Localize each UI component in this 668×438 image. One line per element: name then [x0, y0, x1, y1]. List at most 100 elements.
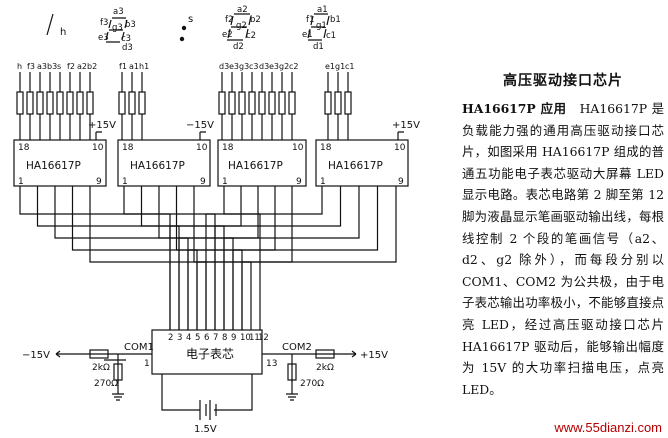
- left-supply: −15V: [22, 350, 50, 361]
- svg-text:a2: a2: [237, 5, 248, 15]
- resistor: [56, 91, 64, 115]
- svg-text:f1: f1: [306, 15, 314, 25]
- svg-text:10: 10: [292, 143, 304, 153]
- resistor-label: b3: [47, 62, 57, 71]
- svg-text:d2: d2: [233, 42, 244, 52]
- svg-text:c3: c3: [121, 34, 131, 44]
- digit-h: [46, 13, 54, 36]
- resistor: [76, 91, 84, 115]
- watch-chip-pin: 8: [222, 333, 227, 343]
- resistor: [334, 91, 342, 115]
- resistor-label: g3: [239, 62, 249, 71]
- right-series-resistor: 2kΩ: [316, 363, 334, 373]
- chip1-supply: +15V: [88, 120, 116, 131]
- svg-text:c1: c1: [326, 31, 336, 41]
- watch-pin-right: 13: [266, 359, 277, 369]
- resistor: [46, 91, 54, 115]
- chip4-name: HA16617P: [328, 160, 383, 172]
- svg-text:9: 9: [96, 177, 102, 187]
- resistor: [138, 91, 146, 115]
- chip3-name: HA16617P: [228, 160, 283, 172]
- resistor: [228, 91, 236, 115]
- svg-text:9: 9: [200, 177, 206, 187]
- resistor-label: f3: [27, 62, 35, 71]
- digit-3: [105, 17, 128, 43]
- com2-label: COM2: [282, 342, 312, 353]
- chip2-supply: −15V: [186, 120, 214, 131]
- digit-2: [227, 13, 252, 41]
- svg-text:e1: e1: [302, 30, 313, 40]
- resistor-label: c3: [249, 62, 259, 71]
- battery-wire: [161, 374, 253, 411]
- digit3-segment-labels: a3 b3 c3 d3 e3 f3 g3: [98, 7, 136, 53]
- driver-chip-3: [217, 139, 307, 187]
- digit2-segment-labels: a2 b2 c2 d2 e2 f2 g2: [222, 5, 261, 52]
- resistor: [344, 91, 352, 115]
- svg-text:18: 18: [122, 143, 134, 153]
- right-shunt-resistor: 270Ω: [300, 379, 324, 389]
- right-supply: +15V: [360, 350, 388, 361]
- chip1-name: HA16617P: [26, 160, 81, 172]
- svg-text:10: 10: [92, 143, 104, 153]
- left-shunt-resistor: 270Ω: [94, 379, 118, 389]
- resistor: [16, 91, 24, 115]
- svg-text:18: 18: [18, 143, 30, 153]
- svg-text:d3: d3: [122, 43, 133, 53]
- watch-chip-pin: 3: [177, 333, 182, 343]
- resistor: [248, 91, 256, 115]
- svg-text:g1: g1: [316, 21, 327, 31]
- svg-text:1: 1: [18, 177, 24, 187]
- resistor: [26, 91, 34, 115]
- resistor-label: s: [57, 62, 61, 71]
- svg-text:e2: e2: [222, 30, 233, 40]
- svg-text:g2: g2: [236, 21, 247, 31]
- watch-chip-pin: 5: [195, 333, 200, 343]
- svg-text:c2: c2: [246, 31, 256, 41]
- svg-text:1: 1: [122, 177, 128, 187]
- resistor: [218, 91, 226, 115]
- watermark: www.55dianzi.com: [554, 420, 662, 435]
- resistor-label: a1: [129, 62, 139, 71]
- resistor-label: d3: [259, 62, 269, 71]
- resistor-label: e3: [229, 62, 239, 71]
- resistor-label: e1: [325, 62, 335, 71]
- chip4-supply: +15V: [392, 120, 420, 131]
- resistor: [238, 91, 246, 115]
- resistor: [288, 91, 296, 115]
- signal-bundle: [19, 186, 397, 330]
- resistor-banks: [16, 72, 352, 140]
- watch-chip-pin: 2: [168, 333, 173, 343]
- com1-label: COM1: [124, 342, 154, 353]
- resistor-label: c2: [289, 62, 299, 71]
- svg-text:b1: b1: [330, 15, 341, 25]
- svg-text:10: 10: [196, 143, 208, 153]
- svg-text:b2: b2: [250, 15, 261, 25]
- resistor-label: g2: [279, 62, 289, 71]
- resistor-label: b2: [87, 62, 97, 71]
- resistor: [278, 91, 286, 115]
- watch-chip-pin: 11: [249, 333, 260, 343]
- battery-icon: [199, 400, 217, 420]
- driver-chip-1: [13, 139, 107, 187]
- article-body: HA16617P 应用 HA16617P 是负载能力强的通用高压驱动接口芯片，如…: [462, 98, 664, 400]
- resistor: [268, 91, 276, 115]
- watch-chip-pin: 7: [213, 333, 218, 343]
- colon-label: s: [188, 14, 193, 25]
- svg-text:1: 1: [222, 177, 228, 187]
- svg-text:10: 10: [394, 143, 406, 153]
- resistor-label: d3: [219, 62, 229, 71]
- chip1-supply-wire: [95, 131, 102, 140]
- resistor-label: a3: [37, 62, 47, 71]
- resistor: [258, 91, 266, 115]
- driver-chip-2: [117, 139, 211, 187]
- digit1-segment-labels: a1 b1 c1 d1 e1 f1 g1: [302, 5, 341, 52]
- svg-text:f3: f3: [100, 18, 108, 28]
- resistor-label: e3: [269, 62, 279, 71]
- svg-text:e3: e3: [98, 33, 109, 43]
- watch-chip-label: 电子表芯: [186, 347, 234, 361]
- chip2-name: HA16617P: [130, 160, 185, 172]
- watch-chip-pin: 10: [240, 333, 251, 343]
- svg-text:b3: b3: [125, 20, 136, 30]
- resistor: [66, 91, 74, 115]
